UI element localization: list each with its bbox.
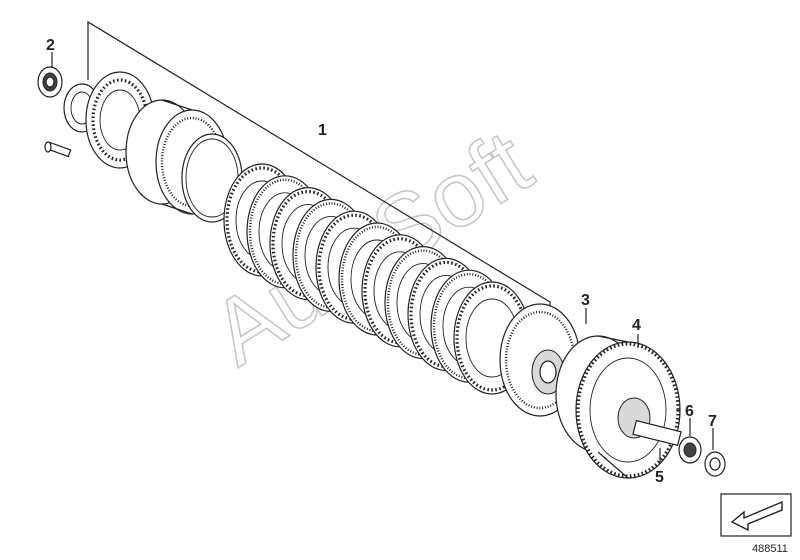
- callout-6: 6: [685, 403, 694, 420]
- clutch-plate-stack: [223, 163, 531, 395]
- callout-3: 3: [581, 292, 590, 309]
- part-clutch-housing-gear: [555, 335, 681, 479]
- part-washer: [704, 451, 726, 477]
- callout-5: 5: [655, 469, 664, 486]
- callout-1: 1: [318, 122, 327, 139]
- diagram-number: 488511: [752, 543, 788, 555]
- orientation-icon-box: [720, 493, 792, 537]
- arrow-left-down-icon: [730, 500, 783, 532]
- part-bolt: [44, 141, 72, 158]
- part-seal-ring: [37, 66, 63, 98]
- callout-7: 7: [708, 413, 717, 430]
- callout-4: 4: [632, 317, 641, 334]
- part-nut: [678, 436, 702, 464]
- part-shaft: [632, 419, 682, 447]
- callout-2: 2: [46, 37, 55, 54]
- leader-lines: [51, 52, 714, 462]
